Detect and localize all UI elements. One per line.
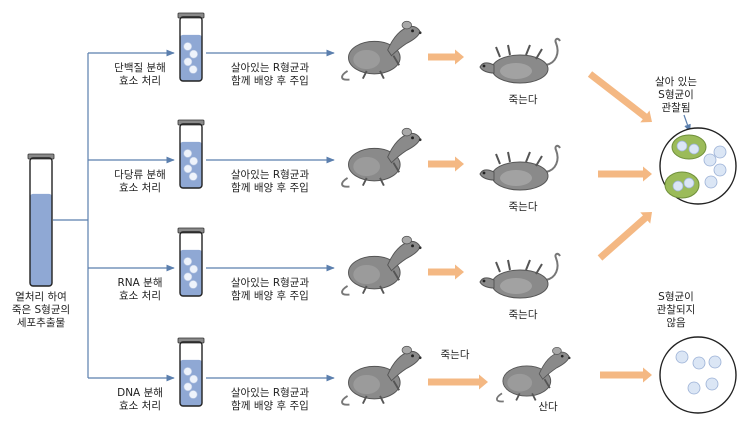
treatment-test-tube	[177, 12, 205, 82]
injection-label: 함께 배양 후 주입	[231, 399, 309, 412]
treatment-label: 단백질 분해	[114, 61, 166, 74]
connector-lines	[53, 49, 335, 382]
s-not-observed-label: S형균이	[658, 291, 694, 303]
s-observed-label: 관찰됨	[662, 102, 691, 114]
injected-mouse	[341, 345, 423, 406]
result-label: 죽는다	[509, 201, 538, 213]
treatment-test-tube	[177, 337, 205, 407]
treatment-label: 효소 처리	[119, 400, 161, 412]
injected-mouse	[341, 235, 423, 296]
injection-label: 살아있는 R형균과	[231, 169, 310, 181]
converge-arrow-3	[597, 212, 652, 261]
treatment-test-tube	[177, 227, 205, 297]
injected-mouse	[341, 127, 423, 188]
injection-label: 함께 배양 후 주입	[231, 289, 309, 302]
petri-dish-s-not-observed	[659, 336, 737, 414]
converge-arrow-2	[598, 166, 652, 182]
dead-mouse	[478, 144, 562, 192]
treatment-label: DNA 분해	[117, 386, 163, 399]
treatment-label: 효소 처리	[119, 290, 161, 302]
treatment-label: 효소 처리	[119, 182, 161, 194]
treatment-label: 다당류 분해	[114, 168, 166, 181]
s-not-observed-label: 않음	[666, 317, 686, 329]
alive-mouse	[495, 346, 572, 403]
injection-label: 함께 배양 후 주입	[231, 74, 309, 87]
result-label: 산다	[538, 401, 558, 413]
s-observed-label: 살아 있는	[655, 76, 697, 88]
source-label: 열처리 하여	[15, 290, 67, 303]
injected-mouse	[341, 20, 423, 81]
injection-label: 함께 배양 후 주입	[231, 181, 309, 194]
source-label: 세포추출물	[17, 317, 66, 329]
injection-label: 살아있는 R형균과	[231, 62, 310, 74]
converge-arrow-1	[587, 71, 653, 123]
alive-arrow	[600, 367, 652, 383]
result-label: 죽는다	[509, 309, 538, 321]
result-label: 죽는다	[509, 94, 538, 106]
source-test-tube	[27, 153, 55, 287]
source-label: 죽은 S형균의	[12, 304, 70, 316]
injection-label: 살아있는 R형균과	[231, 277, 310, 289]
intermediate-label: 죽는다	[441, 349, 470, 361]
petri-dish-s-observed	[659, 127, 737, 205]
treatment-label: RNA 분해	[118, 276, 163, 289]
dead-mouse	[478, 37, 562, 85]
result-arrow	[428, 374, 488, 390]
treatment-test-tube	[177, 119, 205, 189]
s-not-observed-label: 관찰되지	[657, 304, 696, 316]
result-arrow	[428, 264, 464, 280]
dead-mouse	[478, 252, 562, 300]
injection-label: 살아있는 R형균과	[231, 387, 310, 399]
result-arrow	[428, 49, 464, 65]
treatment-label: 효소 처리	[119, 75, 161, 87]
s-observed-label: S형균이	[658, 89, 694, 101]
result-arrow	[428, 156, 464, 172]
